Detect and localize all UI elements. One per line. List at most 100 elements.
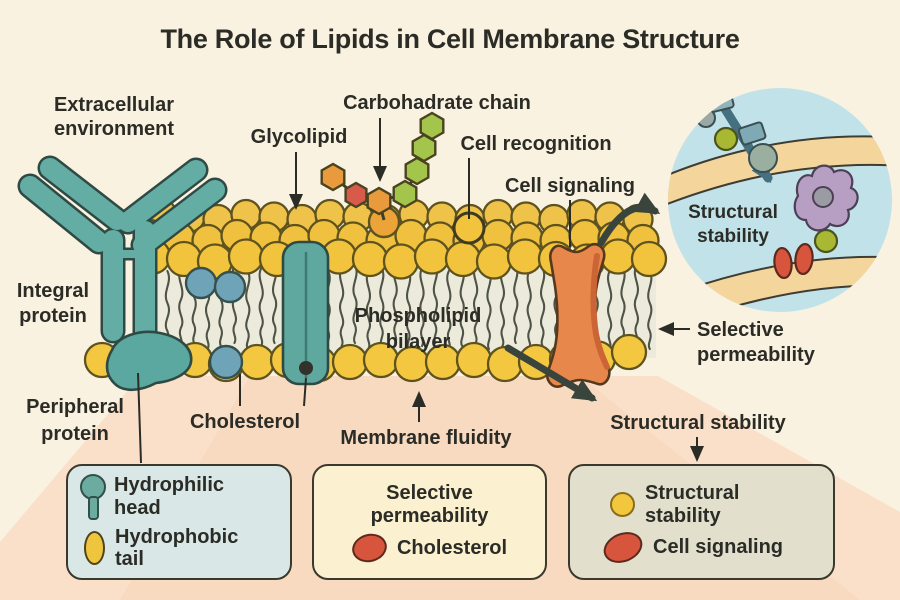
inset-red-channel — [794, 242, 814, 276]
tail-line — [379, 266, 385, 348]
label-extracellular-1: Extracellular — [54, 94, 174, 116]
cholesterol-line-2 — [303, 377, 307, 407]
tail-line — [499, 266, 505, 348]
tail-line — [513, 263, 519, 345]
tail-line — [540, 266, 546, 348]
lipid-head — [382, 243, 420, 280]
sugar-hexagon — [320, 162, 346, 192]
legend-label: Cell signaling — [653, 536, 784, 559]
inset-cargo-square — [737, 121, 767, 146]
label-peripheral-protein-2: protein — [41, 423, 109, 445]
label-membrane-fluidity: Membrane fluidity — [340, 427, 512, 449]
lipid-head — [331, 343, 369, 381]
label-cell-recognition: Cell recognition — [460, 133, 611, 155]
lipid-head — [238, 343, 276, 381]
legend-item-cholesterol: Cholesterol — [326, 530, 533, 566]
tail-line — [365, 269, 371, 351]
carbohydrate-chain — [320, 111, 445, 221]
lipid-head — [599, 238, 637, 275]
sugar-hexagon — [411, 133, 437, 163]
lipid-head — [475, 243, 513, 280]
label-structural-stability: Structural stability — [610, 412, 786, 434]
sugar-hexagon — [344, 181, 368, 209]
label-selective-permeability-1: Selective — [697, 319, 784, 341]
cholesterol-icon — [349, 530, 390, 566]
label-peripheral-protein-1: Peripheral — [26, 396, 124, 418]
label-carbohydrate-chain: Carbohadrate chain — [343, 92, 531, 114]
cholesterol-dot — [299, 361, 313, 375]
sugar-hexagon — [392, 179, 418, 209]
arrow-to-inset — [597, 192, 661, 247]
lipid-head — [227, 238, 265, 275]
tail-line — [339, 266, 345, 348]
channel-protein — [281, 240, 330, 386]
label-phospholipid-bilayer-2: bilayer — [386, 331, 451, 353]
label-phospholipid-bilayer-1: Phospholipid — [355, 305, 482, 327]
tail-line — [258, 266, 264, 348]
label-cholesterol: Cholesterol — [190, 411, 300, 433]
tail-line — [352, 263, 358, 345]
lipid-head — [351, 240, 389, 278]
peripheral-protein-blob — [105, 330, 193, 392]
inset-red-channel — [773, 246, 793, 280]
lipid-head — [506, 238, 544, 275]
lipid-head — [610, 333, 648, 371]
sugar-hexagon — [366, 186, 392, 216]
lipid-head — [413, 238, 451, 275]
lipid-head — [455, 341, 493, 379]
tail-line — [526, 269, 532, 351]
label-integral-protein-1: Integral — [17, 280, 89, 302]
tail-line — [272, 263, 278, 345]
tail-line — [446, 269, 452, 351]
label-selective-permeability-2: permeability — [697, 344, 816, 366]
lipid-head — [630, 240, 668, 278]
legend-label: Cholesterol — [396, 536, 508, 559]
inset-signal-cell-nucleus — [812, 186, 834, 208]
label-integral-protein-2: protein — [19, 305, 87, 327]
inset-label-line2: stability — [697, 226, 769, 247]
lipid-head — [444, 240, 482, 278]
inset-green-molecule — [713, 126, 739, 152]
antibody-integral-protein — [17, 155, 228, 362]
cell-signaling-icon — [599, 526, 647, 569]
antibody-bar — [118, 160, 206, 232]
label-cell-signaling: Cell signaling — [505, 175, 635, 197]
callout-lines — [137, 118, 704, 464]
legend-item-cell-signaling: Cell signaling — [599, 526, 821, 569]
tail-line — [607, 269, 613, 351]
structural-stability-icon — [610, 492, 635, 517]
hydrophilic-head-icon — [80, 473, 106, 520]
label-extracellular-2: environment — [54, 118, 174, 140]
tail-line — [486, 269, 492, 351]
signaling-protein — [546, 242, 611, 388]
arrow-to-structural-stability — [504, 344, 598, 402]
hydrophobic-tail-icon — [84, 531, 105, 565]
tail-line — [633, 263, 639, 345]
inset-structural-stability: Structural stability — [668, 88, 892, 312]
label-glycolipid: Glycolipid — [251, 126, 348, 148]
sugar-hexagon — [404, 156, 430, 186]
inset-membrane-band-top — [668, 135, 892, 208]
sugar-hexagon — [419, 111, 445, 141]
tail-line — [392, 263, 398, 345]
inset-label-line1: Structural — [688, 202, 778, 223]
tail-line — [406, 269, 412, 351]
tail-line — [432, 263, 438, 345]
tail-line — [647, 269, 653, 351]
page-title: The Role of Lipids in Cell Membrane Stru… — [160, 24, 740, 54]
antibody-bar — [20, 176, 109, 252]
inset-cargo-blob — [748, 143, 778, 173]
peripheral-protein-line — [137, 372, 142, 464]
tail-line — [178, 266, 184, 348]
antibody-bar — [40, 158, 127, 230]
